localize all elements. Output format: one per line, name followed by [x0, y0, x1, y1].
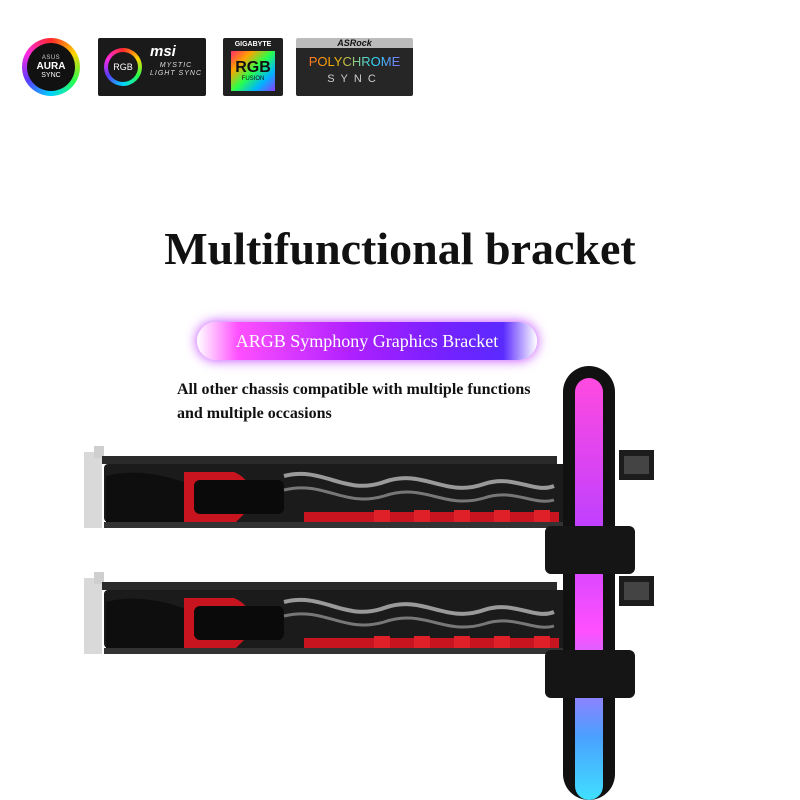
msi-sub: MYSTIC LIGHT SYNC — [150, 62, 203, 77]
bracket-graphic — [545, 366, 635, 800]
asus-aura-sync-logo: ASUS AURA SYNC — [22, 38, 80, 96]
asus-logo-inner: ASUS AURA SYNC — [27, 43, 75, 91]
asus-brand: ASUS — [41, 54, 61, 61]
description-text: All other chassis compatible with multip… — [177, 381, 531, 422]
gigabyte-rgb-fusion-logo: GIGABYTE RGB FUSION — [223, 38, 283, 96]
feature-badge: ARGB Symphony Graphics Bracket — [197, 322, 537, 360]
asrock-brand: ASRock — [337, 38, 372, 48]
graphics-card-illustration — [84, 572, 654, 654]
argb-bracket-illustration — [545, 366, 635, 800]
graphics-card-illustration — [84, 446, 654, 528]
msi-rgb-ring: RGB — [104, 48, 142, 86]
msi-mystic-light-logo: RGB msi MYSTIC LIGHT SYNC — [98, 38, 206, 96]
card-graphic — [84, 572, 654, 654]
asrock-line2: SYNC — [327, 73, 382, 85]
msi-ring-text: RGB — [108, 52, 138, 82]
page-title: Multifunctional bracket — [164, 223, 636, 274]
msi-brand: msi — [150, 43, 176, 60]
gigabyte-line2: FUSION — [241, 76, 265, 82]
asrock-line1: POLYCHROME — [296, 54, 413, 69]
asus-line1: AURA — [36, 60, 66, 72]
gigabyte-line1: RGB — [235, 59, 271, 76]
asrock-polychrome-logo: ASRock POLYCHROME SYNC — [296, 38, 413, 96]
asus-line2: SYNC — [41, 71, 61, 79]
gigabyte-brand: GIGABYTE — [234, 41, 272, 48]
card-graphic — [84, 446, 654, 528]
gigabyte-rgb-box: RGB FUSION — [231, 51, 275, 91]
